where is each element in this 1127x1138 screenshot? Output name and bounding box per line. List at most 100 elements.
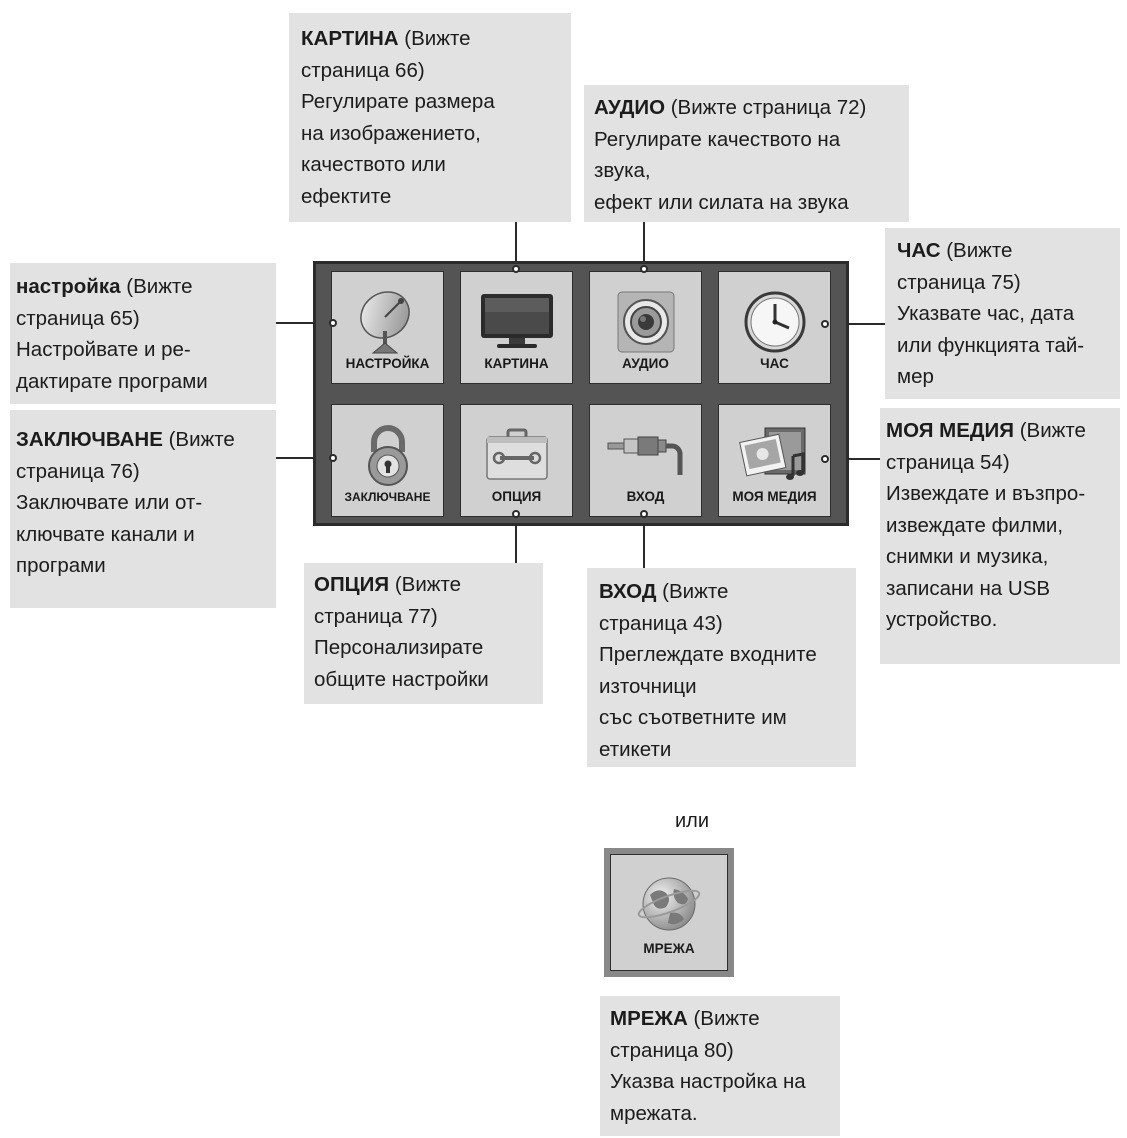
callout-line: извеждате филми, xyxy=(886,513,1064,537)
connector-setup xyxy=(276,322,333,324)
clock-icon xyxy=(719,282,830,362)
tile-label: МОЯ МЕДИЯ xyxy=(732,489,817,504)
callout-title: КАРТИНА xyxy=(301,27,399,50)
tile-label: МРЕЖА xyxy=(643,941,695,956)
tile-audio[interactable]: АУДИО xyxy=(589,271,702,384)
media-icon xyxy=(719,415,830,495)
connector-dot xyxy=(329,454,337,462)
callout-line: Регулирате размера xyxy=(301,90,495,113)
connector-mymedia xyxy=(826,458,880,460)
tile-label: АУДИО xyxy=(622,356,669,371)
padlock-icon xyxy=(332,415,443,495)
callout-line: ключвате канали и xyxy=(16,522,195,546)
callout-ref: (Вижте xyxy=(389,573,462,596)
tile-label: НАСТРОЙКА xyxy=(345,356,430,371)
callout-ref: (Вижте xyxy=(1014,419,1086,442)
tile-mymedia[interactable]: МОЯ МЕДИЯ xyxy=(718,404,831,517)
callout-line: източници xyxy=(599,674,697,698)
connector-input xyxy=(643,514,645,568)
callout-ref: (Вижте xyxy=(162,428,235,451)
callout-title: МРЕЖА xyxy=(610,1007,688,1030)
callout-title: ЧАС xyxy=(897,239,941,262)
tile-lock[interactable]: ЗАКЛЮЧВАНЕ xyxy=(331,404,444,517)
callout-line: Регулирате качеството на xyxy=(594,127,841,151)
callout-line: Преглеждате входните xyxy=(599,643,817,666)
callout-title: настройка xyxy=(16,275,121,298)
tv-icon xyxy=(461,282,572,362)
callout-time: ЧАС (Вижте страница 75) Указвате час, да… xyxy=(885,228,1120,399)
tile-network[interactable]: МРЕЖА xyxy=(610,854,728,971)
callout-line: Указва настройка на xyxy=(610,1070,806,1093)
connector-lock xyxy=(276,457,333,459)
connector-dot xyxy=(821,455,829,463)
callout-line: Извеждате и възпро- xyxy=(886,482,1086,505)
callout-line: устройство. xyxy=(886,608,998,631)
callout-line: страница 76) xyxy=(16,459,140,483)
connector-dot xyxy=(821,320,829,328)
callout-line: страница 80) xyxy=(610,1038,734,1062)
tile-network-frame: МРЕЖА xyxy=(604,848,734,977)
callout-title: ОПЦИЯ xyxy=(314,573,390,596)
callout-line: Настройвате и ре- xyxy=(16,338,191,361)
callout-line: ефект или силата на звука xyxy=(594,190,849,214)
satellite-dish-icon xyxy=(332,282,443,362)
connector-dot xyxy=(329,319,337,327)
callout-input: ВХОД (Вижте страница 43) Преглеждате вхо… xyxy=(587,568,856,767)
callout-line: дактирате програми xyxy=(16,369,208,393)
connector-audio xyxy=(643,222,645,268)
callout-line: страница 66) xyxy=(301,58,425,82)
tile-input[interactable]: ВХОД xyxy=(589,404,702,517)
callout-ref: (Вижте xyxy=(120,275,193,298)
callout-option: ОПЦИЯ (Вижте страница 77) Персонализират… xyxy=(304,563,543,704)
callout-line: звука, xyxy=(594,159,651,182)
callout-line: със съответните им xyxy=(599,706,787,729)
connector-dot xyxy=(512,510,520,518)
callout-line: снимки и музика, xyxy=(886,545,1049,568)
callout-title: МОЯ МЕДИЯ xyxy=(886,419,1015,442)
callout-picture: КАРТИНА (Вижте страница 66) Регулирате р… xyxy=(289,13,571,222)
tile-label: ОПЦИЯ xyxy=(491,489,542,504)
tile-picture[interactable]: КАРТИНА xyxy=(460,271,573,384)
tile-label: ВХОД xyxy=(626,489,665,504)
callout-ref: (Вижте xyxy=(398,27,471,50)
callout-line: или функцията тай- xyxy=(897,333,1085,357)
callout-ref: (Вижте xyxy=(940,239,1013,262)
tile-option[interactable]: ОПЦИЯ xyxy=(460,404,573,517)
connector-picture xyxy=(515,222,517,268)
callout-mymedia: МОЯ МЕДИЯ (Вижте страница 54) Извеждате … xyxy=(880,408,1120,664)
tile-label: ЗАКЛЮЧВАНЕ xyxy=(344,490,431,504)
callout-audio: АУДИО (Вижте страница 72) Регулирате кач… xyxy=(584,85,909,222)
callout-ref: (Вижте страница 72) xyxy=(665,96,867,119)
callout-line: страница 75) xyxy=(897,270,1021,294)
connector-dot xyxy=(640,510,648,518)
callout-line: етикети xyxy=(599,737,672,761)
connector-dot xyxy=(512,265,520,273)
callout-line: страница 77) xyxy=(314,604,438,628)
callout-line: програми xyxy=(16,554,106,577)
or-text: или xyxy=(674,810,709,832)
callout-line: мрежата. xyxy=(610,1101,698,1125)
callout-line: общите настройки xyxy=(314,667,489,691)
callout-line: записани на USB xyxy=(886,576,1051,600)
tile-time[interactable]: ЧАС xyxy=(718,271,831,384)
callout-line: страница 65) xyxy=(16,306,140,330)
callout-lock: ЗАКЛЮЧВАНЕ (Вижте страница 76) Заключват… xyxy=(10,410,276,608)
callout-line: на изображението, xyxy=(301,121,481,145)
callout-line: ефектите xyxy=(301,184,392,208)
callout-line: страница 54) xyxy=(886,450,1010,474)
connector-time xyxy=(826,323,885,325)
callout-line: качеството или xyxy=(301,153,446,176)
tile-setup[interactable]: НАСТРОЙКА xyxy=(331,271,444,384)
callout-title: ЗАКЛЮЧВАНЕ xyxy=(16,428,163,451)
callout-ref: (Вижте xyxy=(656,580,729,603)
toolbox-icon xyxy=(461,415,572,495)
callout-title: ВХОД xyxy=(599,580,657,603)
callout-line: страница 43) xyxy=(599,611,723,635)
callout-network: МРЕЖА (Вижте страница 80) Указва настрой… xyxy=(600,996,840,1136)
tv-menu-panel: НАСТРОЙКА КАРТИНА АУДИО xyxy=(313,261,849,526)
callout-line: Указвате час, дата xyxy=(897,302,1075,325)
callout-line: Персонализирате xyxy=(314,636,484,659)
callout-line: мер xyxy=(897,365,934,388)
cable-plug-icon xyxy=(590,415,701,495)
connector-option xyxy=(515,514,517,563)
